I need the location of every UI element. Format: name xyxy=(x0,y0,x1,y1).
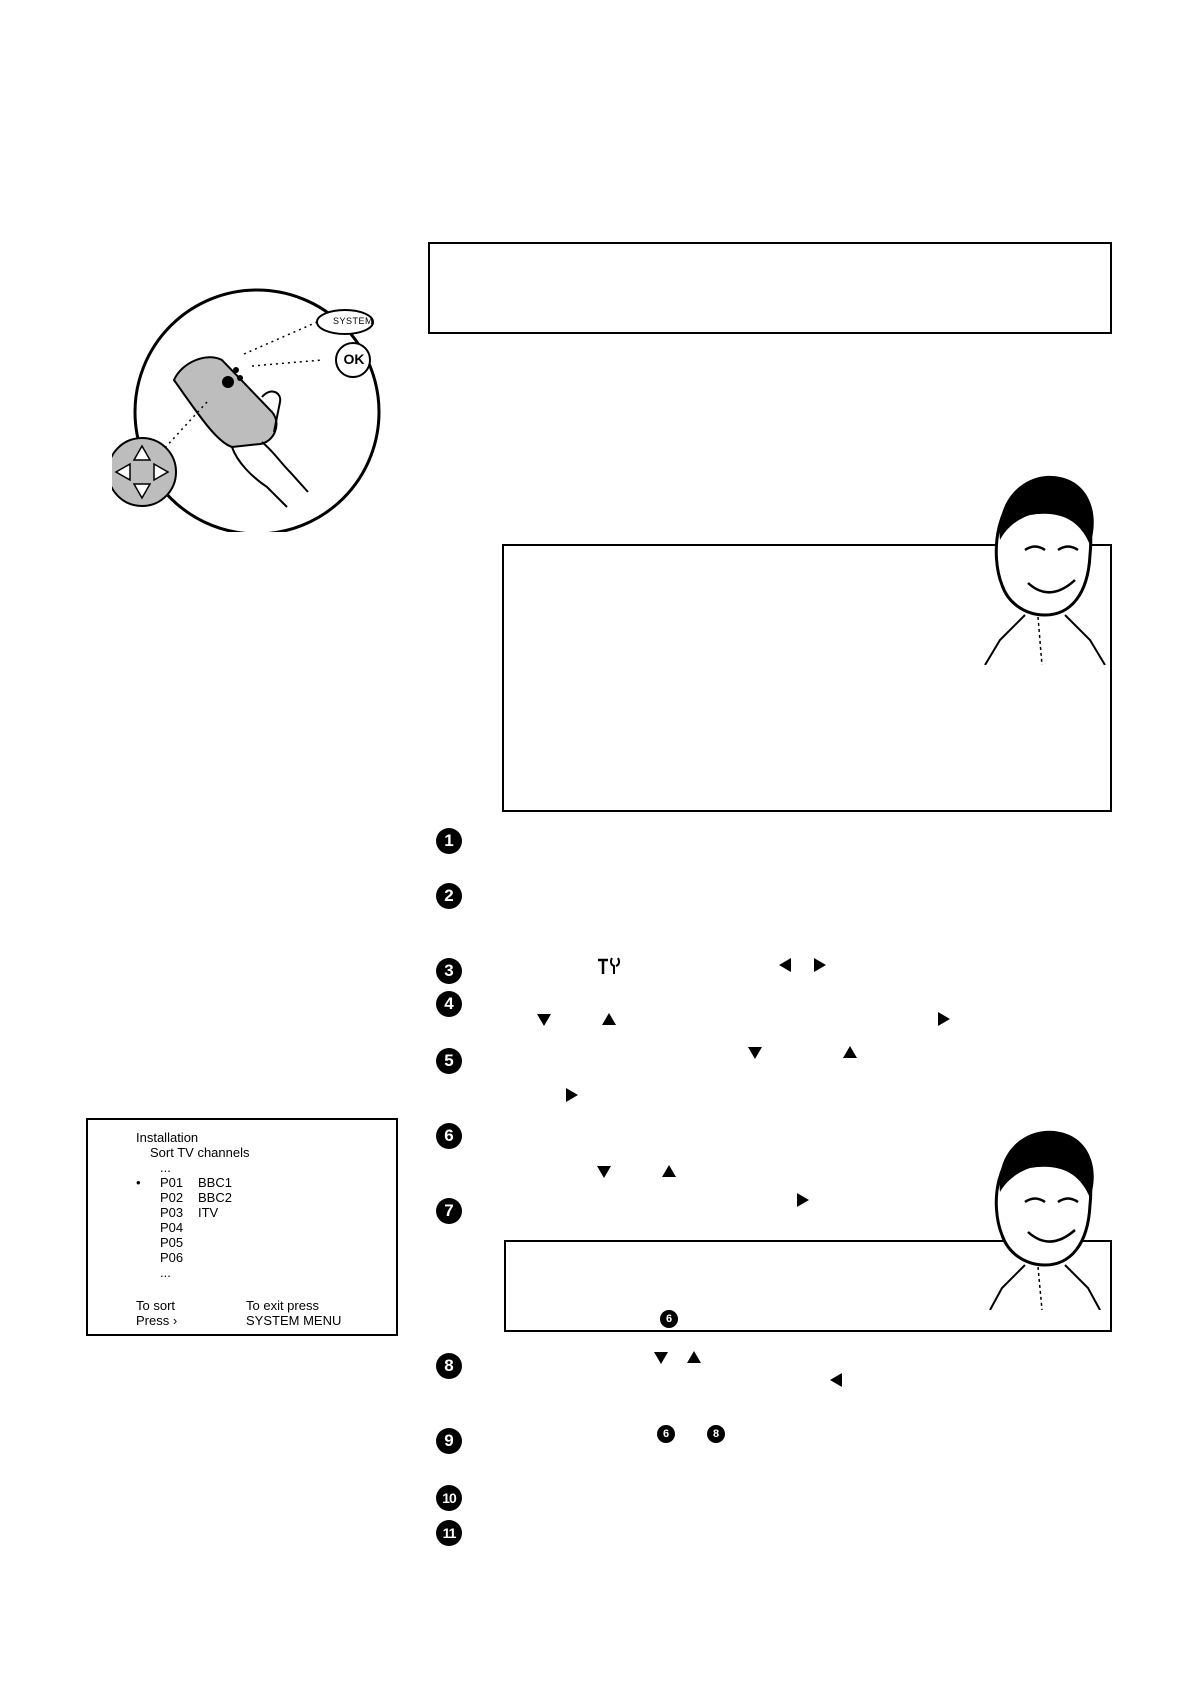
tip-box-2 xyxy=(504,1240,1112,1332)
osd-row-prog: P03 xyxy=(160,1205,184,1220)
osd-footer-left-1: To sort xyxy=(136,1298,176,1313)
osd-row-prog: P05 xyxy=(160,1235,184,1250)
osd-row-name: BBC2 xyxy=(198,1190,232,1205)
helper-face-icon xyxy=(984,475,1106,665)
step-number-1: 1 xyxy=(436,828,462,854)
ok-button-label: OK xyxy=(343,351,365,367)
cursor-left-icon xyxy=(830,1373,842,1387)
cursor-down-icon xyxy=(748,1047,762,1059)
helper-face-icon xyxy=(989,1130,1101,1310)
osd-sort-channels-screen: Installation Sort TV channels ... • P01 … xyxy=(86,1118,398,1336)
cursor-up-icon xyxy=(687,1351,701,1363)
cursor-up-icon xyxy=(843,1046,857,1058)
remote-hand-icon xyxy=(172,356,309,508)
ok-button-icon xyxy=(335,342,371,378)
step-number-11: 11 xyxy=(436,1520,462,1546)
step-number-4: 4 xyxy=(436,991,462,1017)
osd-row-prog: P04 xyxy=(160,1220,184,1235)
cursor-right-icon xyxy=(566,1088,578,1102)
osd-row-prog: P02 xyxy=(160,1190,184,1205)
cursor-pad-icon xyxy=(112,437,177,507)
step-number-3: 3 xyxy=(436,958,462,984)
step-number-9: 9 xyxy=(436,1428,462,1454)
step-number-8: 8 xyxy=(436,1353,462,1379)
osd-title: Installation xyxy=(136,1130,199,1145)
osd-row-prog: P01 xyxy=(160,1175,184,1190)
step-number-5: 5 xyxy=(436,1048,462,1074)
step-reference-8: 8 xyxy=(707,1425,725,1443)
step-number-7: 7 xyxy=(436,1198,462,1224)
cursor-right-icon xyxy=(938,1012,950,1026)
step-number-10: 10 xyxy=(436,1485,462,1511)
system-button-icon xyxy=(316,309,374,335)
tools-icon xyxy=(598,957,621,974)
header-box xyxy=(428,242,1112,334)
osd-ellipsis-top: ... xyxy=(160,1160,171,1175)
cursor-up-icon xyxy=(602,1013,616,1025)
osd-row-prog: P06 xyxy=(160,1250,184,1265)
step-reference-6: 6 xyxy=(660,1310,678,1328)
step-reference-6: 6 xyxy=(657,1425,675,1443)
osd-selection-bullet: • xyxy=(136,1175,141,1190)
osd-subtitle: Sort TV channels xyxy=(150,1145,250,1160)
cursor-left-icon xyxy=(779,958,791,972)
osd-footer-right-1: To exit press xyxy=(246,1298,319,1313)
osd-row-name: BBC1 xyxy=(198,1175,232,1190)
cursor-right-icon xyxy=(797,1193,809,1207)
step-number-2: 2 xyxy=(436,883,462,909)
cursor-up-icon xyxy=(662,1165,676,1177)
remote-control-illustration xyxy=(112,288,381,532)
osd-row-name: ITV xyxy=(198,1205,219,1220)
cursor-right-icon xyxy=(814,958,826,972)
osd-footer-left-2: Press › xyxy=(136,1313,178,1328)
osd-footer-right-2: SYSTEM MENU xyxy=(246,1313,342,1328)
cursor-down-icon xyxy=(597,1166,611,1178)
osd-ellipsis-bottom: ... xyxy=(160,1265,171,1280)
cursor-down-icon xyxy=(654,1352,668,1364)
step-number-6: 6 xyxy=(436,1123,462,1149)
system-button-label: SYSTEM xyxy=(332,316,373,326)
cursor-down-icon xyxy=(537,1014,551,1026)
